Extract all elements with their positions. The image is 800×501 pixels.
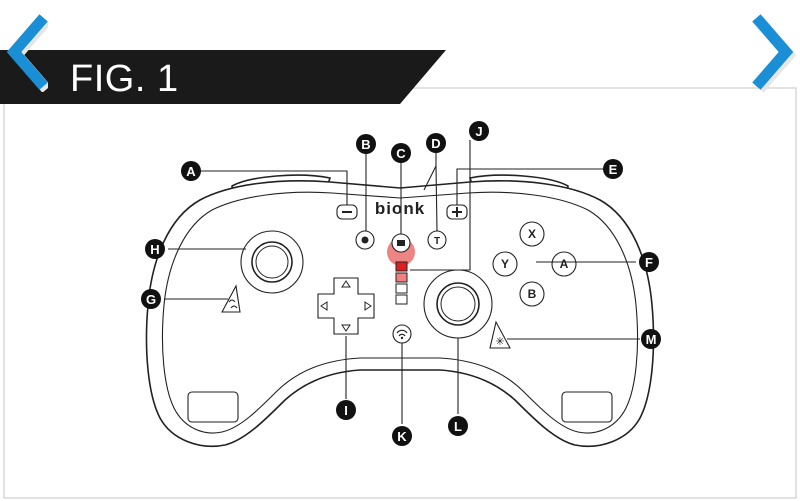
svg-text:I: I <box>344 403 348 418</box>
face-button-y: Y <box>493 252 517 276</box>
svg-text:J: J <box>475 124 482 139</box>
svg-text:B: B <box>528 287 537 301</box>
svg-text:L: L <box>454 419 462 434</box>
svg-text:✳: ✳ <box>495 335 504 348</box>
right-grip-pad <box>562 392 612 422</box>
svg-text:H: H <box>150 242 159 257</box>
callout-b: B <box>356 134 376 154</box>
svg-text:G: G <box>146 292 156 307</box>
svg-text:K: K <box>397 429 407 444</box>
face-button-a: A <box>552 252 576 276</box>
svg-text:F: F <box>645 255 653 270</box>
left-grip-pad <box>188 392 238 422</box>
callout-k: K <box>392 426 412 446</box>
controller-logo: bionk <box>375 199 425 218</box>
svg-text:M: M <box>646 332 657 347</box>
svg-text:A: A <box>186 164 196 179</box>
callout-e: E <box>603 159 623 179</box>
callout-i: I <box>336 400 356 420</box>
right-stick <box>437 283 479 325</box>
face-button-b: B <box>520 282 544 306</box>
callout-c: C <box>391 143 411 163</box>
callout-g: G <box>141 289 161 309</box>
callout-a: A <box>181 161 201 181</box>
svg-text:X: X <box>528 227 536 241</box>
face-button-x: X <box>520 222 544 246</box>
callout-l: L <box>448 416 468 436</box>
svg-text:D: D <box>431 136 440 151</box>
svg-text:B: B <box>361 137 370 152</box>
callout-d: D <box>426 133 446 153</box>
svg-text:A: A <box>560 257 569 271</box>
callout-j: J <box>469 121 489 141</box>
callout-h: H <box>145 239 165 259</box>
svg-text:Y: Y <box>501 257 509 271</box>
callout-m: M <box>641 329 661 349</box>
svg-text:E: E <box>609 162 618 177</box>
callout-f: F <box>639 252 659 272</box>
svg-text:C: C <box>396 146 406 161</box>
svg-text:T: T <box>434 236 440 247</box>
left-stick <box>252 242 292 282</box>
